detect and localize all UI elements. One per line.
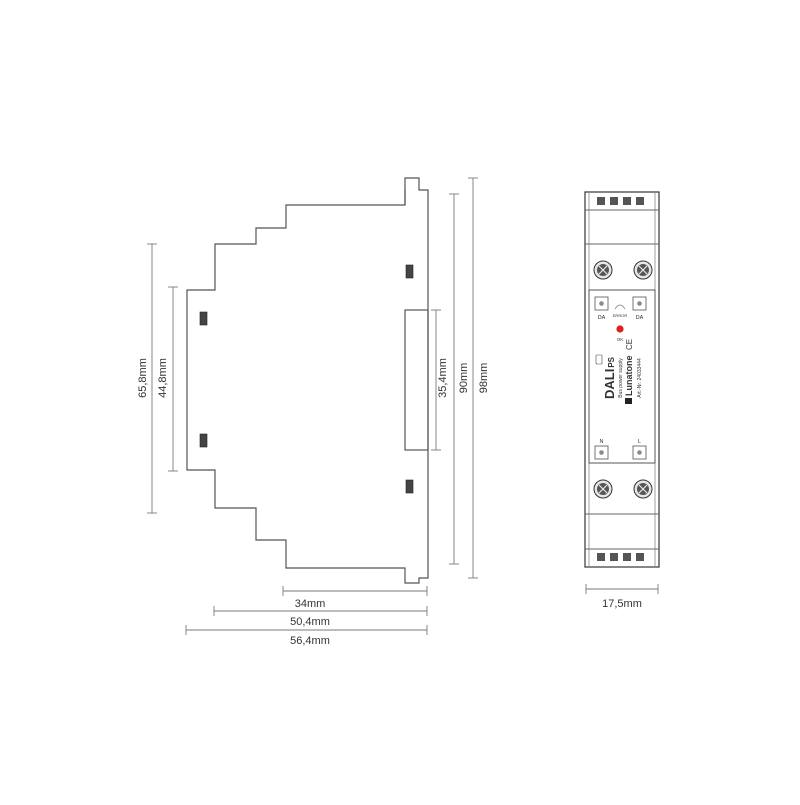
side-view [186, 177, 429, 584]
label-terminal-da-right: DA [636, 315, 644, 321]
label-terminal-l: L [638, 439, 641, 445]
lunatone-logo-icon [625, 398, 632, 404]
label-front-width: 17,5mm [602, 598, 642, 610]
product-name: DALIPS [602, 356, 617, 399]
bottom-terminal-slots [585, 548, 659, 561]
article-number: Art.-Nr. 24033444 [637, 358, 643, 398]
label-height-body: 90mm [458, 363, 470, 394]
screw-icon [633, 260, 653, 280]
label-terminal-n: N [600, 439, 604, 445]
product-text-block: DALIPS Bus power supply Lunatone CE Art.… [595, 339, 643, 404]
label-height-front-b: 44,8mm [157, 358, 169, 398]
brand-name: Lunatone [624, 356, 634, 397]
label-depth-b: 50,4mm [290, 616, 330, 628]
terminal-l [632, 445, 647, 460]
screw-icon [633, 479, 653, 499]
terminal-da-left [594, 296, 609, 311]
clip-right-upper [405, 264, 414, 279]
front-label-panel [588, 289, 656, 464]
label-error: ERROR [613, 313, 628, 318]
clip-left-upper [199, 311, 208, 326]
label-depth-a: 34mm [295, 598, 326, 610]
horizontal-dimensions: 34mm 50,4mm 56,4mm 17,5mm [185, 584, 659, 647]
top-terminal-slots [585, 197, 659, 211]
screw-icon [593, 479, 613, 499]
label-depth-c: 56,4mm [290, 635, 330, 647]
side-profile-outline [186, 177, 429, 584]
label-terminal-da-left: DA [598, 315, 606, 321]
dali-badge-icon [595, 354, 603, 365]
error-indicator-icon [614, 304, 626, 310]
ce-mark: CE [625, 339, 634, 350]
terminal-n [594, 445, 609, 460]
front-view: DA DA ERROR OK DALIPS Bus power supply L… [584, 191, 660, 568]
clip-left-lower [199, 433, 208, 448]
label-led-ok: OK [617, 337, 624, 342]
led-ok-indicator [616, 325, 624, 333]
product-subtitle: Bus power supply [618, 358, 624, 398]
vertical-dimensions: 65,8mm 44,8mm 35,4mm 90mm 98mm [137, 177, 490, 579]
din-rail-channel [404, 309, 429, 451]
label-height-rail: 35,4mm [437, 358, 449, 398]
label-height-total: 98mm [478, 363, 490, 394]
label-height-front-a: 65,8mm [137, 358, 149, 398]
screw-icon [593, 260, 613, 280]
terminal-da-right [632, 296, 647, 311]
clip-right-lower [405, 479, 414, 494]
